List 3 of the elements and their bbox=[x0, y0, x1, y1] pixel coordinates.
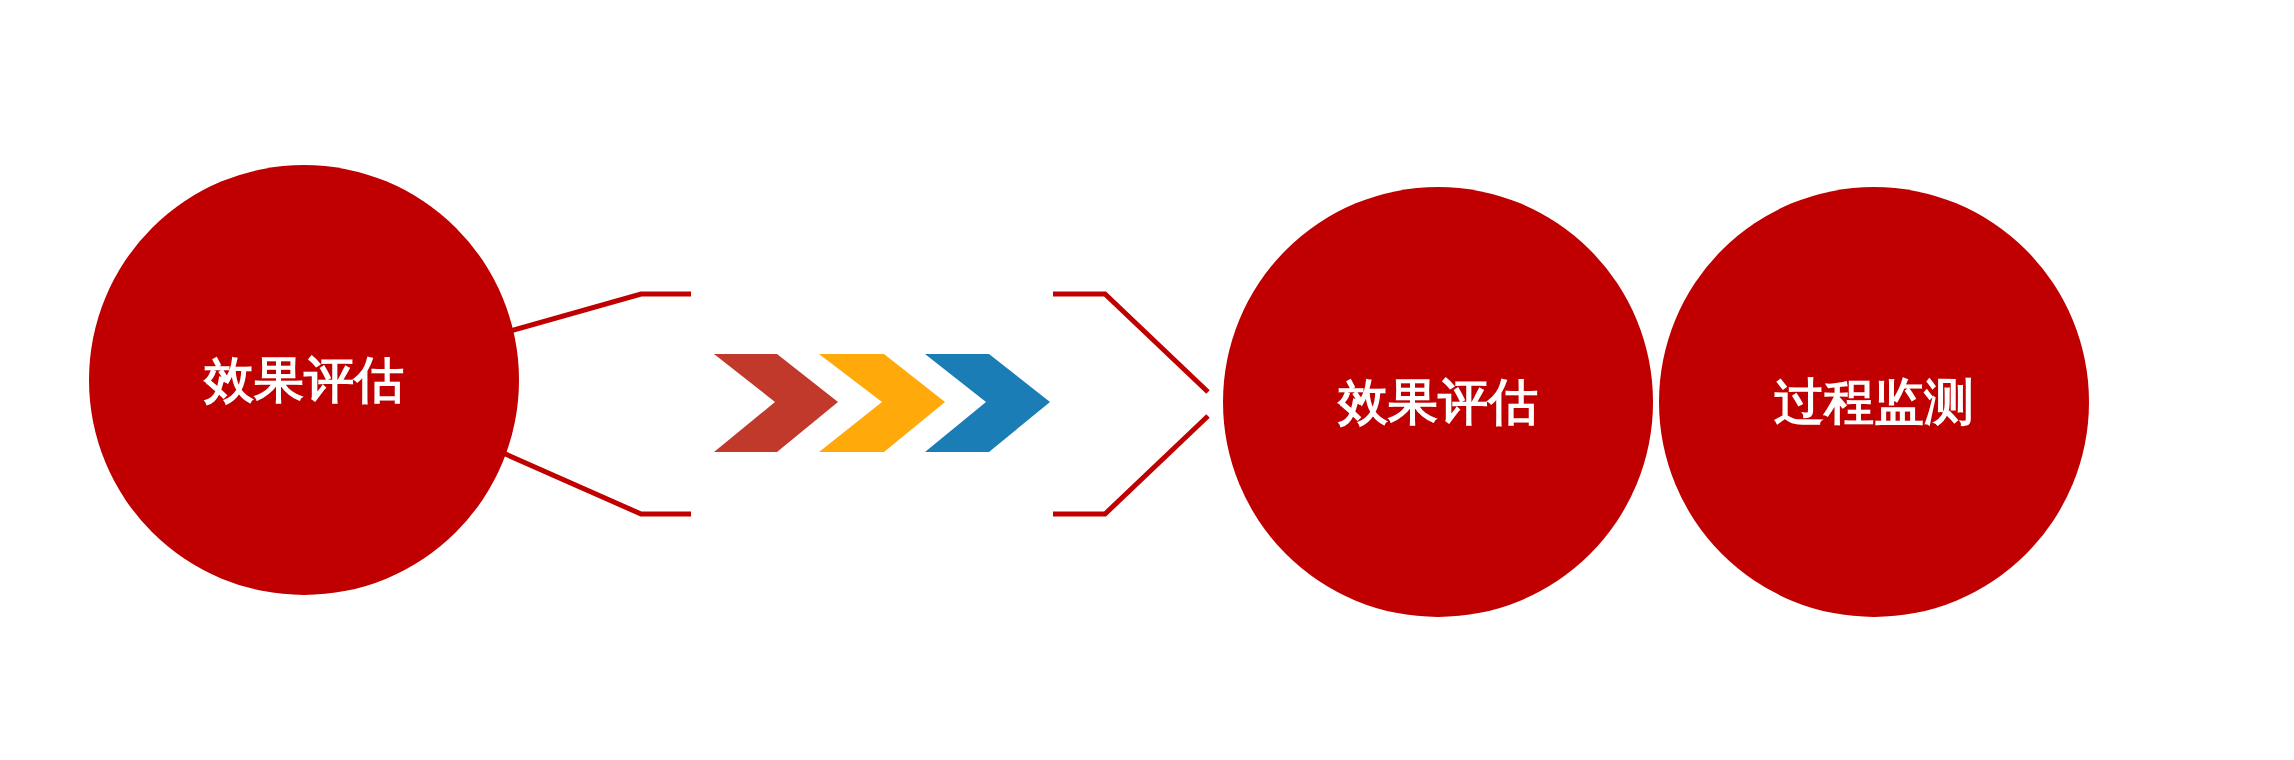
circle-label: 效果评估 bbox=[204, 349, 404, 411]
circle-label: 效果评估 bbox=[1338, 371, 1538, 433]
circle-label: 过程监测 bbox=[1774, 371, 1974, 433]
